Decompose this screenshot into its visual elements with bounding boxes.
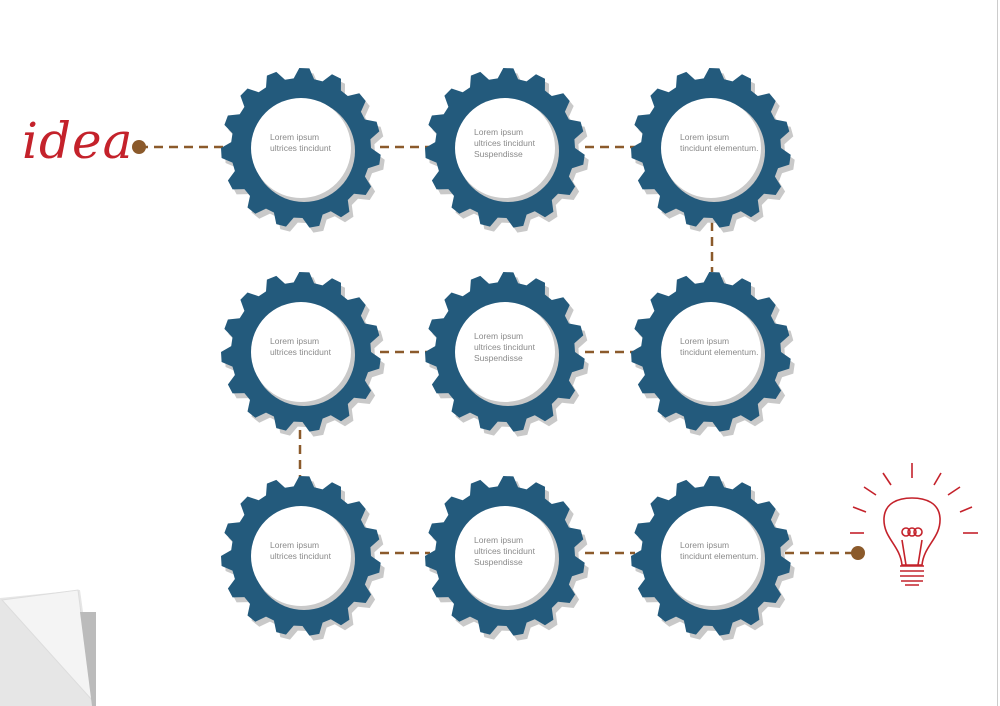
gear-hole	[661, 506, 761, 606]
gear-text-line: Lorem ipsum	[270, 540, 320, 550]
gear-step-4	[221, 272, 385, 437]
gear-text-line: Lorem ipsum	[680, 132, 730, 142]
gear-hole	[455, 98, 555, 198]
gear-step-3	[631, 68, 795, 233]
gear-step-7	[221, 476, 385, 641]
gear-text-line: Lorem ipsum	[270, 132, 320, 142]
gear-text-line: ultrices tincidunt	[270, 347, 331, 357]
gear-step-6	[631, 272, 795, 437]
gear-hole	[661, 98, 761, 198]
gear-text-line: ultrices tincidunt	[270, 143, 331, 153]
gear-step-9	[631, 476, 795, 641]
gear-step-1	[221, 68, 385, 233]
gear-text-line: Suspendisse	[474, 149, 523, 159]
idea-title: idea	[22, 112, 134, 170]
gear-hole	[251, 302, 351, 402]
gear-text-line: Lorem ipsum	[474, 535, 524, 545]
gear-text-line: ultrices tincidunt	[474, 342, 535, 352]
gear-text-line: Suspendisse	[474, 557, 523, 567]
gear-text-line: ultrices tincidunt	[474, 138, 535, 148]
gear-step-8	[425, 476, 589, 641]
gear-text-line: Lorem ipsum	[680, 336, 730, 346]
gear-text-line: Lorem ipsum	[474, 331, 524, 341]
gear-hole	[661, 302, 761, 402]
page-curl-corner	[0, 589, 96, 706]
page-edge	[997, 0, 998, 706]
gear-text-line: Lorem ipsum	[680, 540, 730, 550]
gear-text-line: tincidunt elementum.	[680, 551, 759, 561]
lightbulb-icon	[850, 463, 978, 586]
start-dot	[132, 140, 146, 154]
end-dot	[851, 546, 865, 560]
gear-hole	[251, 98, 351, 198]
gear-text-line: Lorem ipsum	[270, 336, 320, 346]
gear-hole	[455, 506, 555, 606]
gear-text-line: ultrices tincidunt	[474, 546, 535, 556]
gear-text-line: Lorem ipsum	[474, 127, 524, 137]
gear-hole	[251, 506, 351, 606]
gear-hole	[455, 302, 555, 402]
dashed-connectors	[132, 140, 865, 560]
gear-text-line: tincidunt elementum.	[680, 143, 759, 153]
gear-text-line: ultrices tincidunt	[270, 551, 331, 561]
gear-step-5	[425, 272, 589, 437]
gear-step-2	[425, 68, 589, 233]
gear-text-line: tincidunt elementum.	[680, 347, 759, 357]
gear-text-line: Suspendisse	[474, 353, 523, 363]
